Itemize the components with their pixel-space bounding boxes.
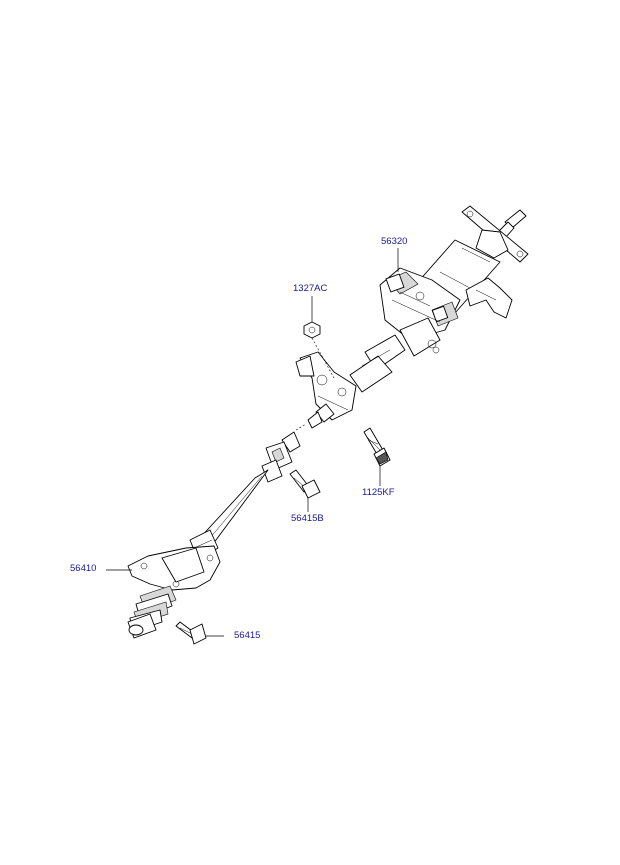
callout-56320[interactable]: 56320	[381, 236, 408, 247]
callout-56415[interactable]: 56415	[234, 630, 261, 641]
nut-1327ac	[303, 321, 321, 339]
bolt-56415b	[289, 469, 321, 499]
assembly-line-joint	[295, 423, 307, 431]
callout-1125kf[interactable]: 1125KF	[362, 487, 395, 498]
intermediate-shaft	[127, 431, 301, 639]
callout-1327ac[interactable]: 1327AC	[293, 283, 328, 294]
callout-56415b[interactable]: 56415B	[291, 513, 324, 524]
callout-56410[interactable]: 56410	[70, 563, 97, 574]
bolt-56415	[175, 621, 207, 645]
bolt-1125kf	[363, 427, 391, 467]
steering-column-upper-assembly	[295, 205, 529, 429]
